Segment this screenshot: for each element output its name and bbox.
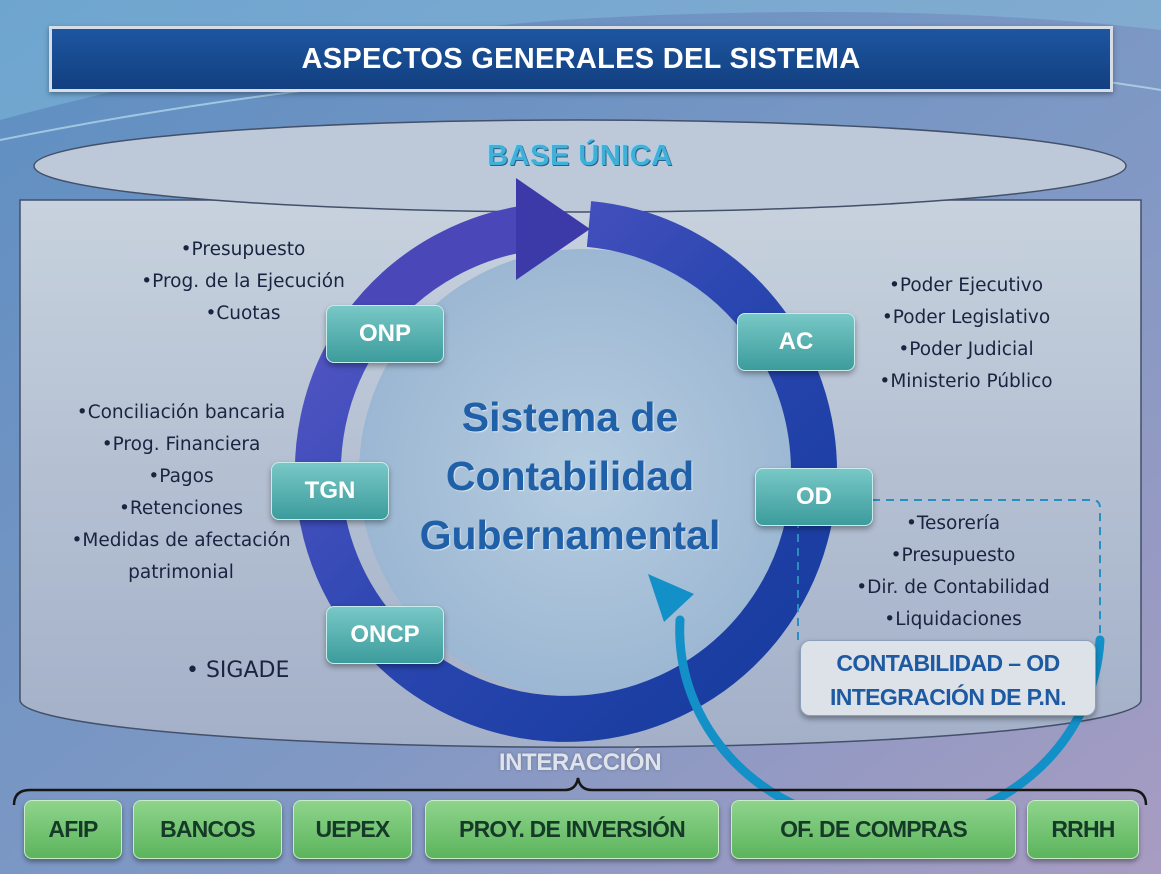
tgn-item: •Conciliación bancaria <box>76 402 286 423</box>
center-title-line-1: Sistema de <box>461 394 679 440</box>
node-od[interactable]: OD <box>755 468 873 526</box>
od-item: •Tesorería <box>905 513 1001 534</box>
center-title-line-3: Gubernamental <box>419 512 721 558</box>
od-item: •Liquidaciones <box>884 609 1022 630</box>
interaccion-label: INTERACCIÓN <box>498 749 662 776</box>
base-unica-label: BASE ÚNICA <box>487 140 673 172</box>
ac-item: •Poder Judicial <box>898 339 1034 360</box>
external-rrhh[interactable]: RRHH <box>1027 800 1139 859</box>
od-item: •Dir. de Contabilidad <box>856 577 1050 598</box>
tgn-item: •Pagos <box>148 466 214 487</box>
od-list: •Tesorería •Presupuesto •Dir. de Contabi… <box>842 508 1064 636</box>
ac-item: •Poder Ejecutivo <box>888 275 1044 296</box>
external-of-compras[interactable]: OF. DE COMPRAS <box>731 800 1016 859</box>
external-bancos[interactable]: BANCOS <box>133 800 282 859</box>
contabilidad-od-box[interactable]: CONTABILIDAD – OD INTEGRACIÓN DE P.N. <box>800 640 1096 716</box>
tgn-list: •Conciliación bancaria •Prog. Financiera… <box>50 397 312 589</box>
node-oncp[interactable]: ONCP <box>326 606 444 664</box>
od-item: •Presupuesto <box>890 545 1016 566</box>
onp-item: •Cuotas <box>205 303 281 324</box>
onp-item: •Prog. de la Ejecución <box>141 271 345 292</box>
external-uepex[interactable]: UEPEX <box>293 800 412 859</box>
ac-item: •Ministerio Público <box>879 371 1053 392</box>
center-title-line-2: Contabilidad <box>445 453 695 499</box>
tgn-item: patrimonial <box>128 562 234 583</box>
onp-list: •Presupuesto •Prog. de la Ejecución •Cuo… <box>118 234 368 330</box>
node-onp[interactable]: ONP <box>326 305 444 363</box>
tgn-item: •Prog. Financiera <box>101 434 261 455</box>
node-tgn[interactable]: TGN <box>271 462 389 520</box>
ac-list: •Poder Ejecutivo •Poder Legislativo •Pod… <box>855 270 1077 398</box>
tgn-item: •Medidas de afectación <box>71 530 291 551</box>
tgn-item: •Retenciones <box>118 498 244 519</box>
node-ac[interactable]: AC <box>737 313 855 371</box>
contabilidad-box-line-2: INTEGRACIÓN DE P.N. <box>829 684 1067 710</box>
external-proy-inversion[interactable]: PROY. DE INVERSIÓN <box>425 800 719 859</box>
sigade-item: • SIGADE <box>186 658 290 683</box>
ac-item: •Poder Legislativo <box>881 307 1051 328</box>
slide-title: ASPECTOS GENERALES DEL SISTEMA <box>49 26 1113 92</box>
external-afip[interactable]: AFIP <box>24 800 122 859</box>
contabilidad-box-line-1: CONTABILIDAD – OD <box>836 650 1060 676</box>
center-title: Sistema de Contabilidad Gubernamental <box>380 388 760 565</box>
onp-item: •Presupuesto <box>180 239 306 260</box>
